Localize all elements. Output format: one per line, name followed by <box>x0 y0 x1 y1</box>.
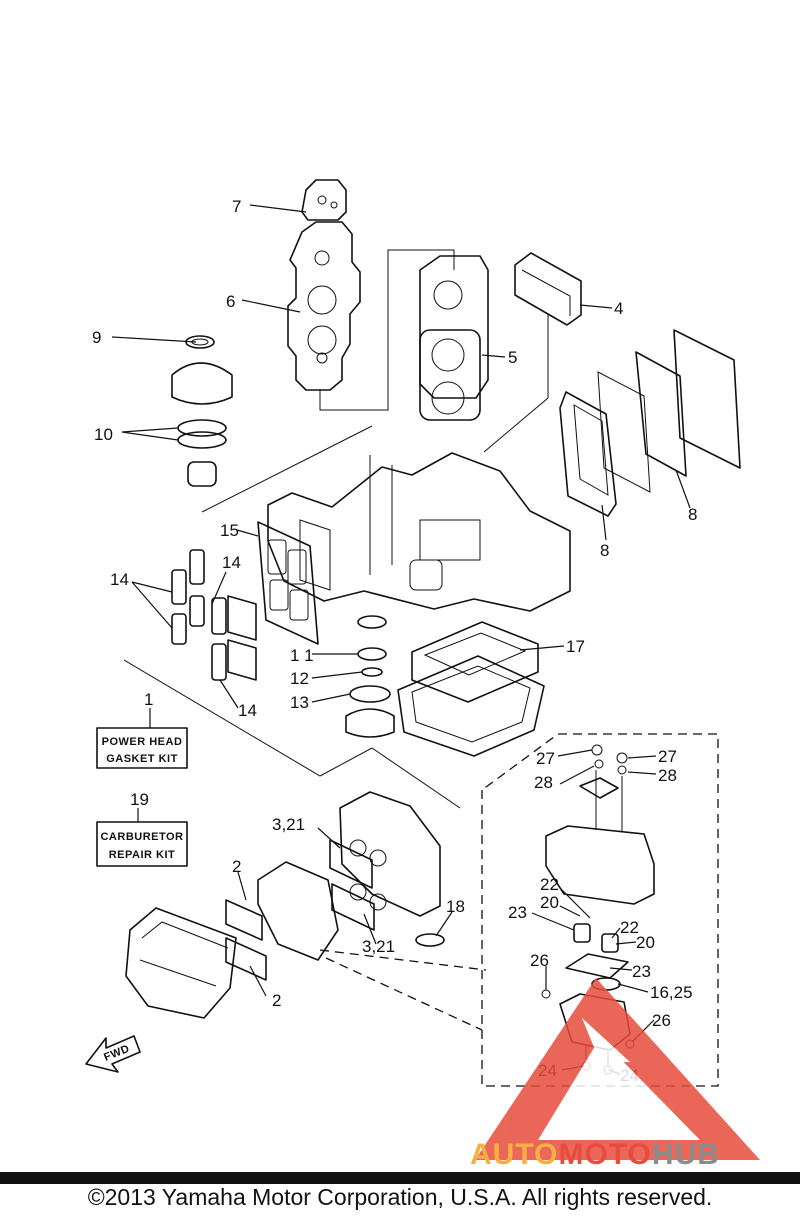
powerhead-crankcase <box>267 452 571 612</box>
part-8-exhaust-cover-a <box>559 391 617 517</box>
kit-carburetor-line1: CARBURETOR <box>100 831 183 843</box>
leader-lines <box>111 204 691 1075</box>
copyright-notice: ©2013 Yamaha Motor Corporation, U.S.A. A… <box>87 1184 713 1210</box>
callout-9: 9 <box>92 328 101 347</box>
callout-17: 17 <box>566 637 585 656</box>
fwd-arrow-icon: FWD <box>85 1035 141 1073</box>
callout-15: 15 <box>220 521 239 540</box>
callout-5: 5 <box>508 348 517 367</box>
kit-power-head-line1: POWER HEAD <box>102 736 183 748</box>
part-4-cover <box>514 252 582 326</box>
watermark-part1: AUTO <box>470 1138 559 1171</box>
callout-14-b: 14 <box>222 553 241 572</box>
carburetor-kit-box: CARBURETOR REPAIR KIT <box>96 821 188 867</box>
part-2-gaskets <box>225 899 267 981</box>
kit-carburetor-line2: REPAIR KIT <box>109 849 176 861</box>
callout-3-21-a: 3,21 <box>272 815 305 834</box>
watermark-part2: MOTO <box>558 1138 652 1171</box>
callout-16-25: 16,25 <box>650 983 693 1002</box>
part-15-gasket <box>257 521 319 645</box>
callout-2-a: 2 <box>232 857 241 876</box>
power-head-kit-box: POWER HEAD GASKET KIT <box>96 727 188 769</box>
callout-23-a: 23 <box>508 903 527 922</box>
part-18-gasket <box>415 933 445 947</box>
callout-11: 1 1 <box>290 646 314 665</box>
callout-26-a: 26 <box>530 951 549 970</box>
callout-26-b: 26 <box>652 1011 671 1030</box>
callout-18: 18 <box>446 897 465 916</box>
callout-19: 19 <box>130 790 149 809</box>
watermark-logo-triangle <box>475 978 760 1160</box>
part-17-base-gasket <box>397 621 545 757</box>
callout-22-b: 22 <box>620 918 639 937</box>
footer-divider <box>0 1172 800 1184</box>
part-8-exhaust-cover-b <box>597 329 741 493</box>
part-7-cover <box>301 179 347 221</box>
callout-4: 4 <box>614 299 623 318</box>
silencer-cover <box>125 907 237 1019</box>
watermark-logo: AUTOMOTOHUB <box>470 1138 720 1172</box>
part-3-21-gaskets <box>329 839 375 931</box>
part-14-reed-gaskets <box>171 549 257 681</box>
callout-28-b: 28 <box>658 766 677 785</box>
callout-23-b: 23 <box>632 962 651 981</box>
callout-27-a: 27 <box>536 749 555 768</box>
callout-2-b: 2 <box>272 991 281 1010</box>
float-chamber-box <box>481 733 719 1087</box>
callout-27-b: 27 <box>658 747 677 766</box>
callout-1: 1 <box>144 690 153 709</box>
callout-20-a: 20 <box>540 893 559 912</box>
callout-28-a: 28 <box>534 773 553 792</box>
part-11-12-13-seals <box>345 615 395 738</box>
callout-8-a: 8 <box>688 505 697 524</box>
kit-power-head-line2: GASKET KIT <box>106 753 178 765</box>
callout-numbers: 7 6 9 10 5 4 8 8 15 14 14 14 1 1 12 13 1… <box>92 197 697 1085</box>
callout-3-21-b: 3,21 <box>362 937 395 956</box>
callout-22-a: 22 <box>540 875 559 894</box>
watermark-part3: HUB <box>651 1138 720 1171</box>
callout-20-b: 20 <box>636 933 655 952</box>
callout-13: 13 <box>290 693 309 712</box>
part-6-gasket <box>287 221 361 391</box>
part-5-cylinder-head <box>419 255 489 421</box>
float-chamber-parts <box>541 744 655 1075</box>
callout-12: 12 <box>290 669 309 688</box>
callout-14-a: 14 <box>110 570 129 589</box>
callout-7: 7 <box>232 197 241 216</box>
part-10-housing-orings <box>171 362 233 487</box>
callout-10: 10 <box>94 425 113 444</box>
callout-6: 6 <box>226 292 235 311</box>
callout-14-c: 14 <box>238 701 257 720</box>
callout-8-b: 8 <box>600 541 609 560</box>
